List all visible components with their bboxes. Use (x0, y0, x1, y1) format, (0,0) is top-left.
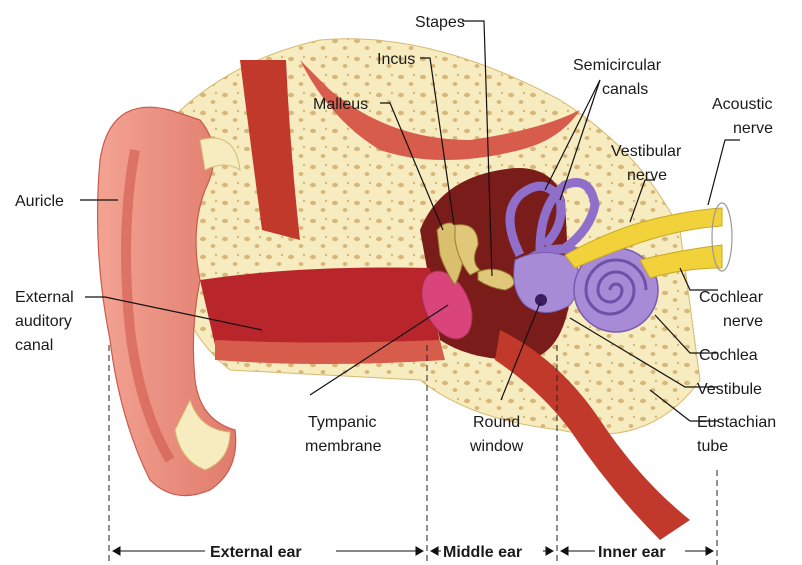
label-malleus: Malleus (313, 96, 368, 113)
label-cochlear-1: Cochlear (699, 289, 764, 306)
label-tympanic-1: Tympanic (308, 414, 376, 431)
label-stapes: Stapes (415, 14, 465, 31)
label-vestibule: Vestibule (697, 381, 762, 398)
label-semicircular-2: canals (602, 81, 648, 98)
label-cochlea: Cochlea (699, 347, 758, 364)
label-acoustic-2: nerve (733, 120, 773, 137)
label-external-3: canal (15, 337, 53, 354)
label-tympanic-2: membrane (305, 438, 382, 455)
label-semicircular-1: Semicircular (573, 57, 662, 74)
label-vestibular-2: nerve (627, 167, 667, 184)
label-round-2: window (469, 438, 524, 455)
label-eustachian-1: Eustachian (697, 414, 776, 431)
vestibule-shape (514, 253, 579, 313)
section-inner-ear: Inner ear (598, 544, 666, 561)
label-cochlear-2: nerve (723, 313, 763, 330)
label-acoustic-1: Acoustic (712, 96, 772, 113)
label-round-1: Round (473, 414, 520, 431)
label-vestibular-1: Vestibular (611, 143, 682, 160)
label-incus: Incus (377, 51, 415, 68)
label-auricle: Auricle (15, 193, 64, 210)
label-external-1: External (15, 289, 74, 306)
label-external-2: auditory (15, 313, 72, 330)
label-eustachian-2: tube (697, 438, 728, 455)
section-external-ear: External ear (210, 544, 302, 561)
section-middle-ear: Middle ear (443, 544, 522, 561)
round-window-shape (535, 294, 547, 306)
auditory-canal (200, 268, 440, 349)
